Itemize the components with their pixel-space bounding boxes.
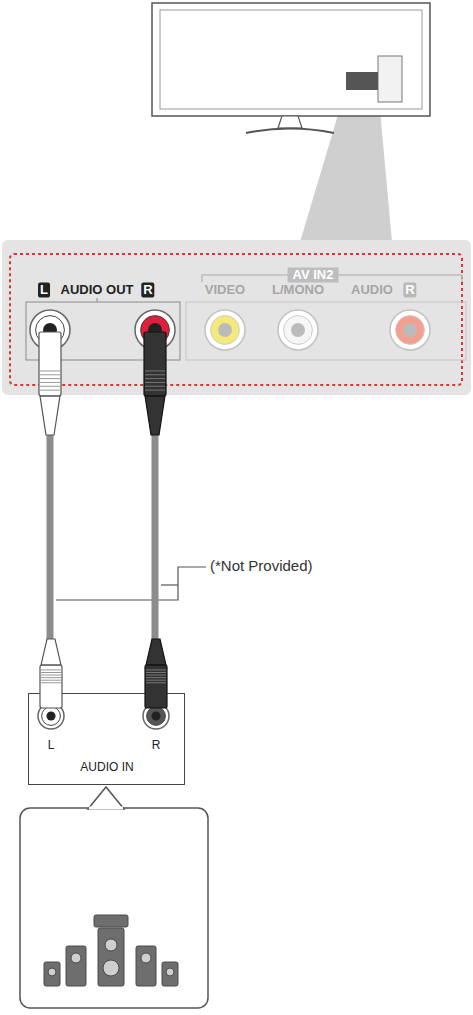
tv-set — [152, 3, 430, 242]
plug-grip — [40, 382, 60, 383]
jack-ring — [211, 316, 240, 345]
plug-grip — [40, 378, 60, 379]
speaker-box — [20, 808, 208, 1008]
speaker-icon — [141, 953, 151, 963]
jack — [205, 310, 245, 350]
tv-side-panel — [378, 56, 402, 102]
tick — [97, 298, 98, 302]
plug-boot — [40, 396, 60, 435]
jack-hole — [218, 323, 232, 337]
jack-hole — [291, 323, 305, 337]
notch-gap — [89, 807, 123, 810]
rear-speaker — [162, 962, 178, 986]
jack-ring — [147, 707, 166, 726]
plug-grip — [146, 669, 166, 670]
plug-grip — [145, 378, 165, 379]
plug-body — [40, 665, 62, 708]
channel-label: R — [152, 739, 161, 753]
top-speaker — [94, 915, 128, 927]
jack-panel: L AUDIO OUT R AV IN2VIDEO L/MONO AUDIO R — [2, 240, 471, 395]
plug-boot — [145, 396, 165, 435]
jack-ring — [42, 707, 61, 726]
plug-grip — [146, 672, 166, 673]
plug-grip — [40, 374, 60, 375]
speaker-icon — [103, 960, 119, 976]
plug-grip — [146, 682, 166, 683]
channel-label: L — [48, 739, 55, 753]
speaker-icon — [166, 968, 174, 976]
plug-grip — [145, 382, 165, 383]
plug-grip — [40, 370, 60, 371]
jack-hole — [403, 323, 417, 337]
audio-in-box: L R AUDIO IN — [28, 693, 185, 785]
rear-speaker — [44, 962, 60, 986]
leader-line — [56, 567, 206, 600]
channel-tag: R — [141, 283, 154, 298]
channel-tag: L — [38, 283, 50, 298]
callout-notch — [88, 787, 124, 809]
port-label: VIDEO — [205, 283, 245, 298]
port-label: L/MONO — [272, 283, 324, 298]
side-speaker — [136, 946, 156, 986]
plug-grip — [145, 374, 165, 375]
port-label: AUDIO OUT — [61, 283, 134, 298]
plug-grip — [146, 677, 166, 678]
plug-boot — [41, 639, 61, 665]
port-label: AUDIO — [351, 283, 393, 298]
jack-ring — [284, 316, 313, 345]
note-label: (*Not Provided) — [208, 557, 315, 574]
port-frame — [186, 302, 466, 360]
plug-grip — [41, 675, 61, 676]
speaker-icon — [105, 939, 117, 951]
jack-ring — [396, 316, 425, 345]
plug-body — [144, 332, 166, 396]
side-speaker — [66, 946, 86, 986]
plug-body — [145, 665, 167, 708]
zoom-outline — [10, 254, 462, 385]
plug-grip — [40, 386, 60, 387]
leader-line — [161, 584, 178, 585]
tv-neck — [278, 116, 302, 128]
node-illustration — [2, 240, 471, 395]
plug-grip — [145, 386, 165, 387]
plug-grip — [41, 677, 61, 678]
tv-body — [152, 3, 430, 116]
jack — [278, 310, 318, 350]
plug-grip — [41, 682, 61, 683]
port-label: AUDIO IN — [80, 761, 133, 775]
plug-body — [39, 332, 61, 396]
plug-grip — [146, 680, 166, 681]
plug-grip — [146, 675, 166, 676]
tv-screen — [160, 10, 422, 109]
jack — [390, 310, 430, 350]
plug-grip — [41, 680, 61, 681]
jack-hole — [151, 711, 160, 720]
plug-grip — [41, 672, 61, 673]
plug-boot — [146, 639, 166, 665]
center-speaker — [98, 928, 124, 986]
group-label: AV IN2 — [288, 268, 339, 283]
plug-grip — [40, 390, 60, 391]
plug-grip — [41, 669, 61, 670]
speaker-icon — [71, 953, 81, 963]
channel-tag: R — [403, 283, 416, 298]
tv-base — [246, 129, 334, 134]
plug-grip — [145, 390, 165, 391]
jack-hole — [46, 711, 55, 720]
speaker-icon — [44, 915, 178, 986]
tv-port-area — [346, 72, 378, 90]
cable-bracket — [56, 567, 206, 600]
plug-grip — [145, 370, 165, 371]
speaker-icon — [48, 968, 56, 976]
speaker-callout — [20, 787, 208, 1008]
